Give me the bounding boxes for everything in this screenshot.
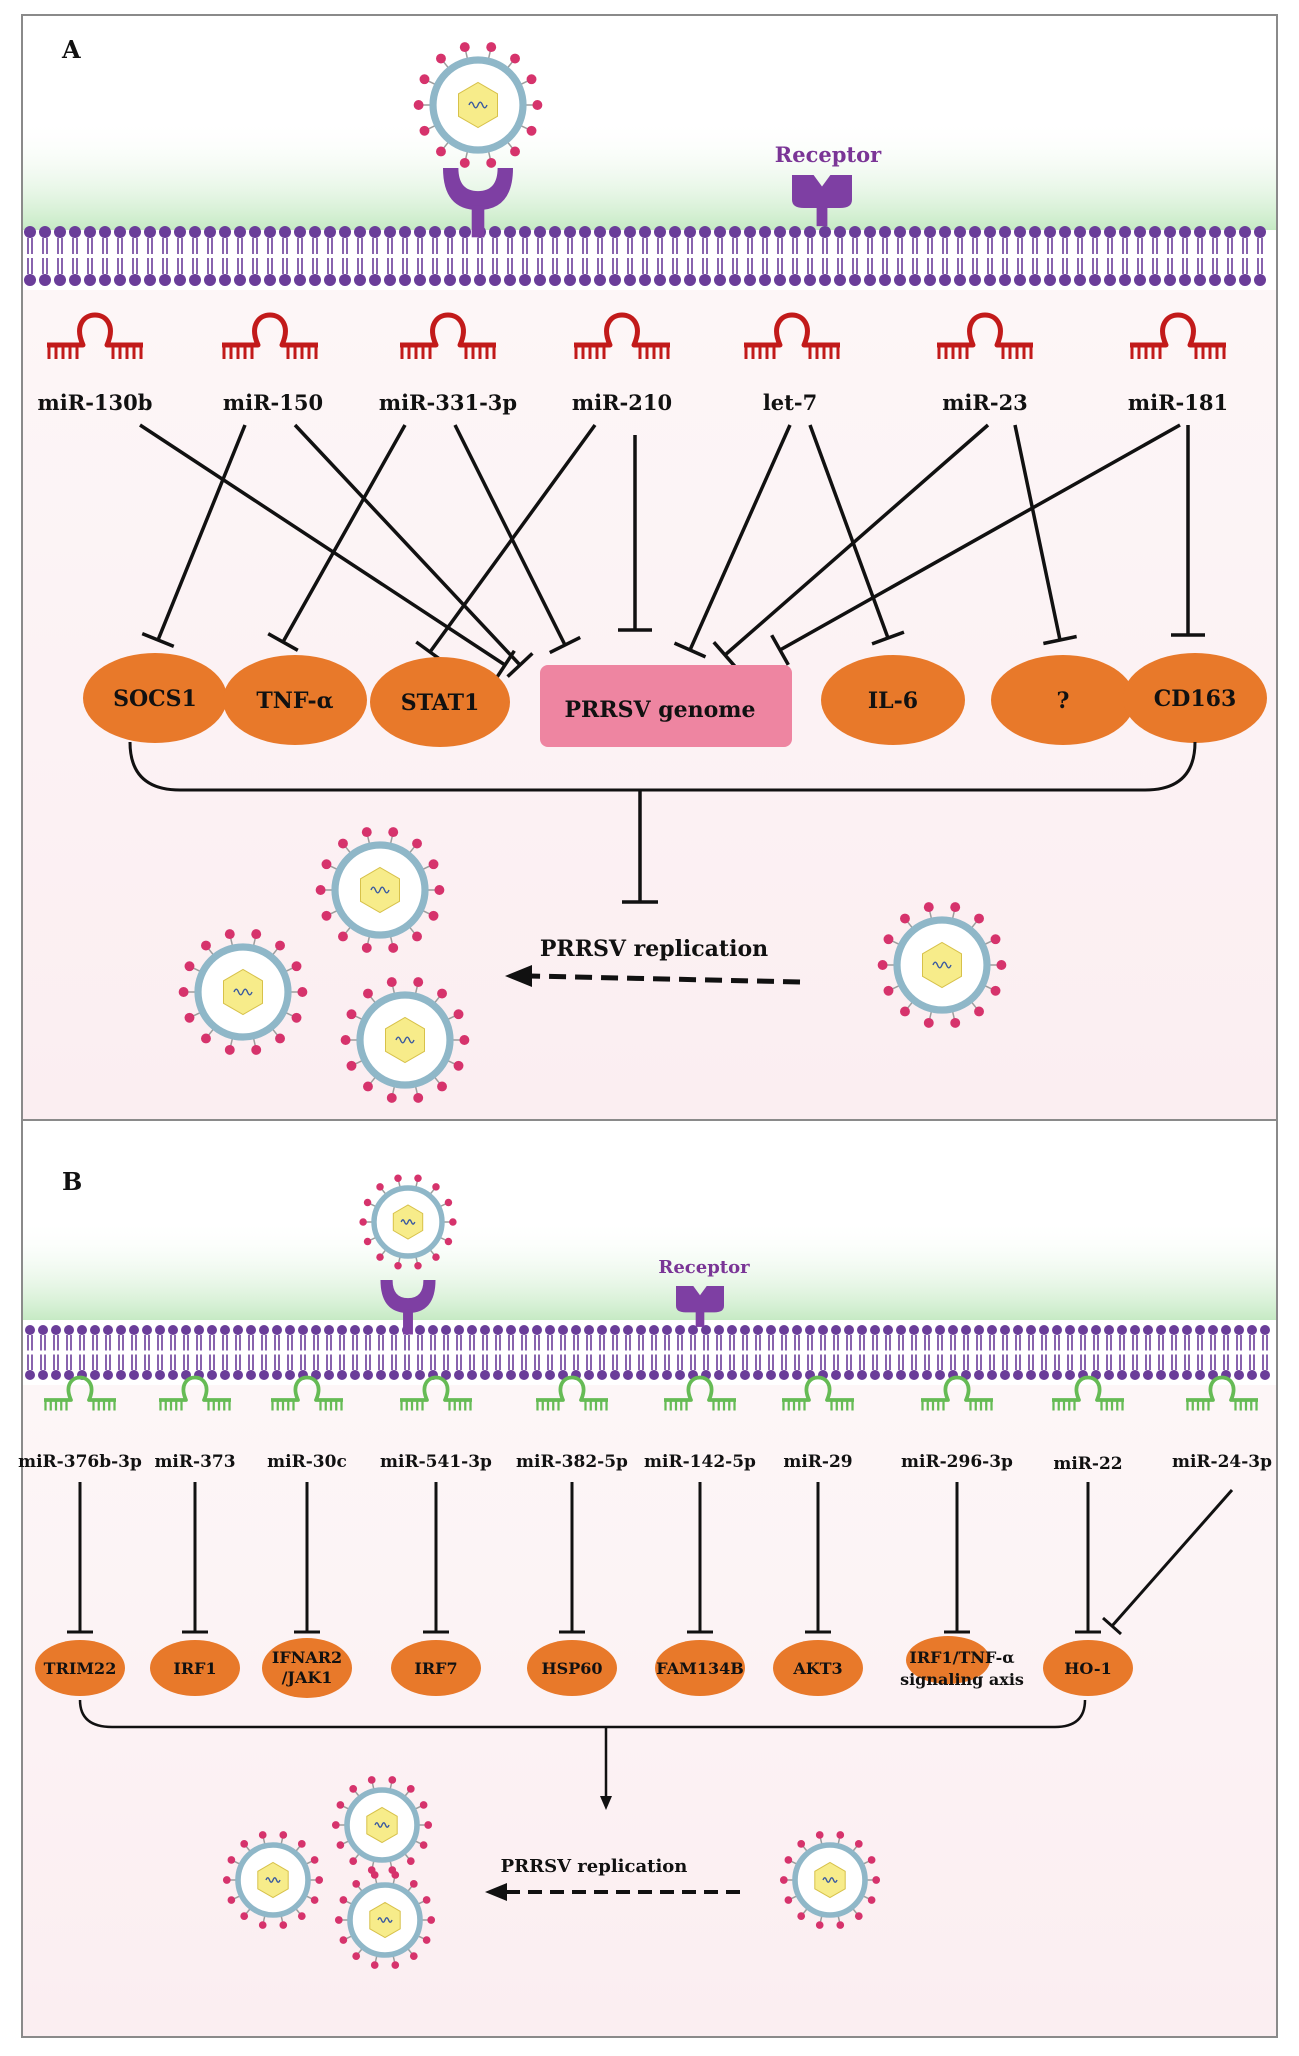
svg-text:FAM134B: FAM134B xyxy=(656,1659,743,1678)
target-cd163: CD163 xyxy=(1123,653,1267,743)
mirna-label: miR-181 xyxy=(1128,390,1228,415)
cell-membrane xyxy=(25,1325,1270,1380)
target-stat1: STAT1 xyxy=(370,657,510,747)
panel-a-glow xyxy=(23,120,1276,230)
svg-text:IRF1/TNF-α: IRF1/TNF-α xyxy=(909,1648,1014,1667)
arrow-head xyxy=(485,1883,507,1901)
receptor-icon xyxy=(443,168,513,238)
target-unknown: ? xyxy=(991,655,1135,745)
mirna-labels: miR-130b miR-150 miR-331-3p miR-210 let-… xyxy=(38,390,1229,415)
prrsv-genome: PRRSV genome xyxy=(540,665,792,747)
mirna-label: miR-376b-3p xyxy=(18,1452,142,1472)
cell-membrane xyxy=(24,226,1266,286)
target-fam134b: FAM134B xyxy=(655,1640,745,1696)
panel-a: A Receptor miR-130b miR-150 miR-331-3p m… xyxy=(21,14,1278,1121)
inhibition-arrows xyxy=(67,1482,1234,1636)
svg-text:SOCS1: SOCS1 xyxy=(113,686,197,712)
mirna-labels: miR-376b-3p miR-373 miR-30c miR-541-3p m… xyxy=(18,1452,1272,1474)
panel-b-glow xyxy=(23,1220,1276,1320)
virus-particle xyxy=(413,42,543,168)
target-trim22: TRIM22 xyxy=(35,1640,125,1696)
replication-label: PRRSV replication xyxy=(501,1856,688,1877)
svg-text:STAT1: STAT1 xyxy=(401,690,480,716)
svg-text:AKT3: AKT3 xyxy=(792,1659,842,1678)
svg-text:signaling axis: signaling axis xyxy=(900,1670,1024,1689)
panel-b: B Receptor miR-376b-3p miR-373 miR-30c m… xyxy=(18,1119,1278,2038)
target-socs1: SOCS1 xyxy=(83,653,227,743)
arrow-head xyxy=(600,1796,612,1810)
mirna-label: miR-210 xyxy=(572,390,672,415)
svg-text:/JAK1: /JAK1 xyxy=(282,1668,333,1687)
svg-text:HSP60: HSP60 xyxy=(542,1659,603,1678)
mirna-label: miR-331-3p xyxy=(379,390,517,415)
svg-text:IRF1: IRF1 xyxy=(173,1659,216,1678)
mirna-label: miR-382-5p xyxy=(516,1452,628,1472)
receptor-label: Receptor xyxy=(658,1257,750,1278)
svg-text:TRIM22: TRIM22 xyxy=(44,1659,117,1678)
mirna-label: miR-29 xyxy=(783,1452,852,1472)
svg-text:?: ? xyxy=(1057,688,1070,714)
receptor-icon xyxy=(380,1280,436,1335)
mirna-label: miR-541-3p xyxy=(380,1452,492,1472)
target-irf1: IRF1 xyxy=(150,1640,240,1696)
mirna-label: let-7 xyxy=(763,390,817,415)
receptor-icon xyxy=(792,175,852,227)
target-nodes: TRIM22 IRF1 IFNAR2 /JAK1 IRF7 HSP60 F xyxy=(35,1636,1133,1698)
mirna-row xyxy=(47,312,1226,359)
svg-text:IL-6: IL-6 xyxy=(868,688,918,714)
mirna-label: miR-142-5p xyxy=(644,1452,756,1472)
virus-particles xyxy=(222,1776,881,1969)
svg-text:PRRSV genome: PRRSV genome xyxy=(564,697,755,723)
target-tnf-alpha: TNF-α xyxy=(223,655,367,745)
svg-text:HO-1: HO-1 xyxy=(1064,1659,1111,1678)
virus-particle xyxy=(359,1174,457,1270)
target-ifnar2-jak1: IFNAR2 /JAK1 xyxy=(262,1638,352,1698)
panel-a-label: A xyxy=(61,35,81,64)
virus-particles xyxy=(178,827,1007,1103)
replication-label: PRRSV replication xyxy=(540,936,768,962)
receptor-icon xyxy=(676,1286,724,1327)
svg-text:TNF-α: TNF-α xyxy=(256,688,333,714)
panel-b-label: B xyxy=(62,1167,82,1196)
bracket xyxy=(128,741,1197,792)
target-nodes: SOCS1 TNF-α STAT1 PRRSV genome IL-6 ? xyxy=(83,653,1267,747)
mirna-label: miR-296-3p xyxy=(901,1452,1013,1472)
arrow-head xyxy=(505,965,532,987)
mirna-label: miR-24-3p xyxy=(1172,1452,1272,1472)
svg-text:IFNAR2: IFNAR2 xyxy=(272,1648,342,1667)
mirna-label: miR-23 xyxy=(942,390,1028,415)
svg-text:CD163: CD163 xyxy=(1154,686,1237,712)
svg-text:IRF7: IRF7 xyxy=(414,1659,457,1678)
panel-b-cytoplasm xyxy=(23,1385,1276,2036)
dashed-arrow xyxy=(529,973,801,985)
mirna-label: miR-373 xyxy=(154,1452,235,1472)
target-ho-1: HO-1 xyxy=(1043,1640,1133,1696)
target-irf1-tnf-alpha-axis: IRF1/TNF-α signaling axis xyxy=(900,1636,1024,1689)
target-hsp60: HSP60 xyxy=(527,1640,617,1696)
mirna-label: miR-130b xyxy=(38,390,153,415)
target-akt3: AKT3 xyxy=(773,1640,863,1696)
target-irf7: IRF7 xyxy=(391,1640,481,1696)
inhibition-arrow xyxy=(622,790,658,904)
receptor-label: Receptor xyxy=(775,142,882,167)
mirna-label: miR-30c xyxy=(267,1452,347,1472)
target-il-6: IL-6 xyxy=(821,655,965,745)
bracket xyxy=(78,1699,1087,1729)
inhibition-arrows xyxy=(139,423,1205,681)
mirna-row xyxy=(44,1375,1258,1411)
mirna-label: miR-150 xyxy=(223,390,323,415)
mirna-label: miR-22 xyxy=(1053,1454,1122,1474)
